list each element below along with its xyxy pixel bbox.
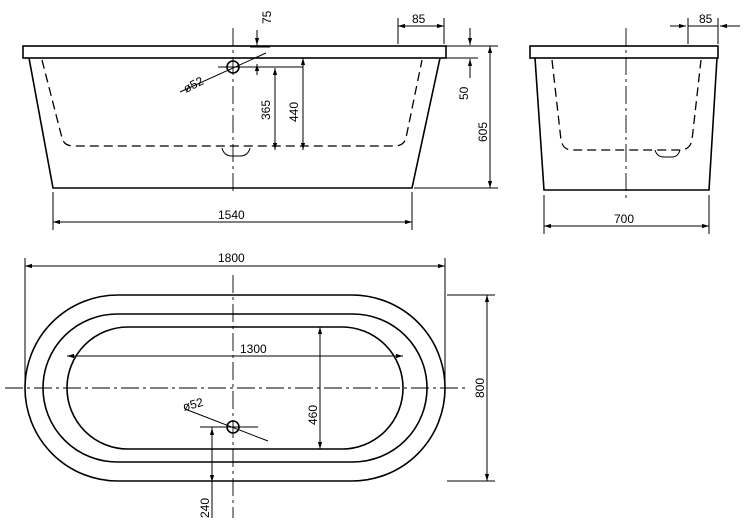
side-body-outline	[534, 57, 718, 191]
top-drain-diameter-label: ø52	[181, 395, 205, 414]
side-drain-notch	[654, 149, 681, 158]
front-view: ø52 75 365 440 85 50 605 1540	[22, 10, 498, 230]
top-basin-outline	[66, 326, 404, 450]
side-inner-basin-hidden	[551, 59, 702, 151]
front-inner-basin-hidden	[41, 59, 423, 147]
front-overflow-height-label: 365	[259, 100, 273, 120]
side-rim	[529, 45, 719, 59]
front-drain-notch	[221, 147, 251, 157]
side-rim-thickness-label: 85	[699, 12, 713, 26]
front-drain-leader	[179, 52, 267, 93]
top-total-length-label: 1800	[218, 251, 245, 265]
front-inner-depth-label: 440	[287, 102, 301, 122]
front-base-length-label: 1540	[218, 208, 245, 222]
front-overflow-top-label: 75	[260, 10, 274, 24]
front-body-outline	[28, 57, 441, 189]
front-drain-diameter-label: ø52	[181, 74, 206, 96]
side-base-width-label: 700	[614, 212, 634, 226]
top-inner-length-label: 1300	[240, 342, 267, 356]
top-drain-leader	[184, 408, 269, 442]
side-view: 85 700	[529, 12, 740, 234]
top-inner-width-label: 460	[306, 405, 320, 425]
front-rim-thickness-label: 85	[412, 12, 426, 26]
front-rim	[22, 45, 447, 59]
top-total-width-label: 800	[473, 378, 487, 398]
top-view: 1800 1300 800 460 ø52 240	[5, 251, 495, 518]
top-drain-offset-label: 240	[198, 498, 212, 518]
front-total-height-label: 605	[476, 122, 490, 142]
front-rim-step-label: 50	[457, 86, 471, 100]
